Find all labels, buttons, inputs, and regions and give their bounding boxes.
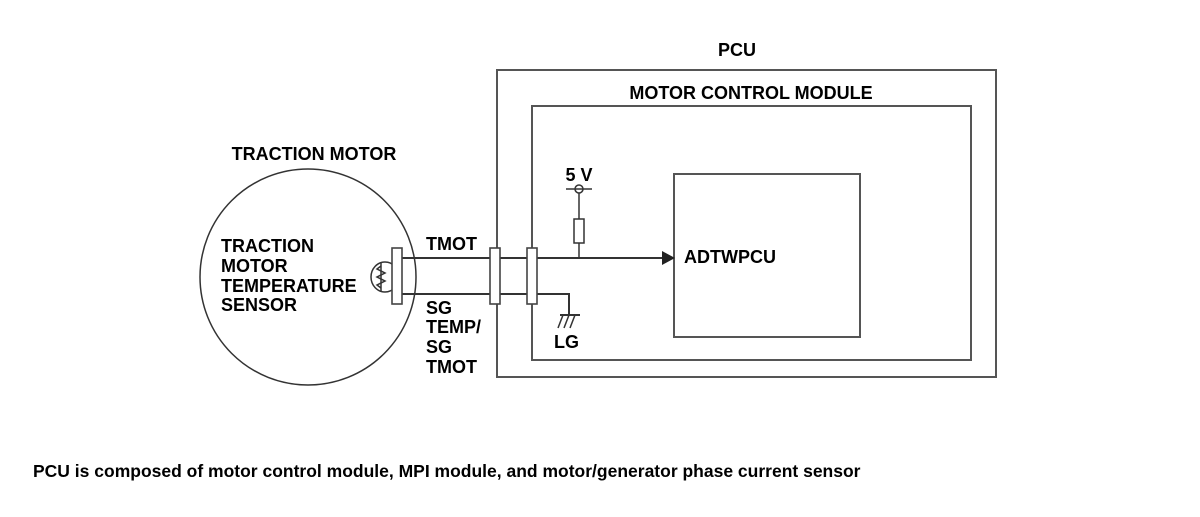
svg-text:TRACTION: TRACTION (221, 236, 314, 256)
pcu-connector (489, 247, 501, 305)
traction-motor-label: TRACTION MOTOR (232, 144, 397, 164)
sg-tmot-wire (392, 293, 570, 315)
sensor-connector (391, 247, 403, 305)
sg-tmot-label: SG TEMP/ SG TMOT (426, 298, 481, 377)
five-volt-terminal-icon (566, 184, 592, 219)
ground-icon (557, 314, 580, 329)
motor-control-module-label: MOTOR CONTROL MODULE (629, 83, 872, 103)
svg-text:SG: SG (426, 337, 452, 357)
svg-text:MOTOR: MOTOR (221, 256, 288, 276)
pull-up-resistor (573, 218, 585, 244)
voltage-label: 5 V (565, 165, 592, 185)
lg-label: LG (554, 332, 579, 352)
adtwpcu-label: ADTWPCU (684, 247, 776, 267)
module-connector (526, 247, 538, 305)
pcu-box (496, 69, 997, 378)
adtwpcu-box (673, 173, 861, 338)
motor-control-module-box (531, 105, 972, 361)
svg-text:TEMP/: TEMP/ (426, 317, 481, 337)
svg-text:SENSOR: SENSOR (221, 295, 297, 315)
tmot-arrowhead (662, 251, 675, 265)
svg-text:TMOT: TMOT (426, 357, 477, 377)
svg-text:SG: SG (426, 298, 452, 318)
pcu-label: PCU (718, 40, 756, 60)
caption: PCU is composed of motor control module,… (33, 461, 861, 481)
svg-text:TEMPERATURE: TEMPERATURE (221, 276, 357, 296)
tmot-label: TMOT (426, 234, 477, 254)
temperature-sensor-label: TRACTION MOTOR TEMPERATURE SENSOR (221, 236, 357, 315)
traction-motor-circle (199, 168, 417, 386)
